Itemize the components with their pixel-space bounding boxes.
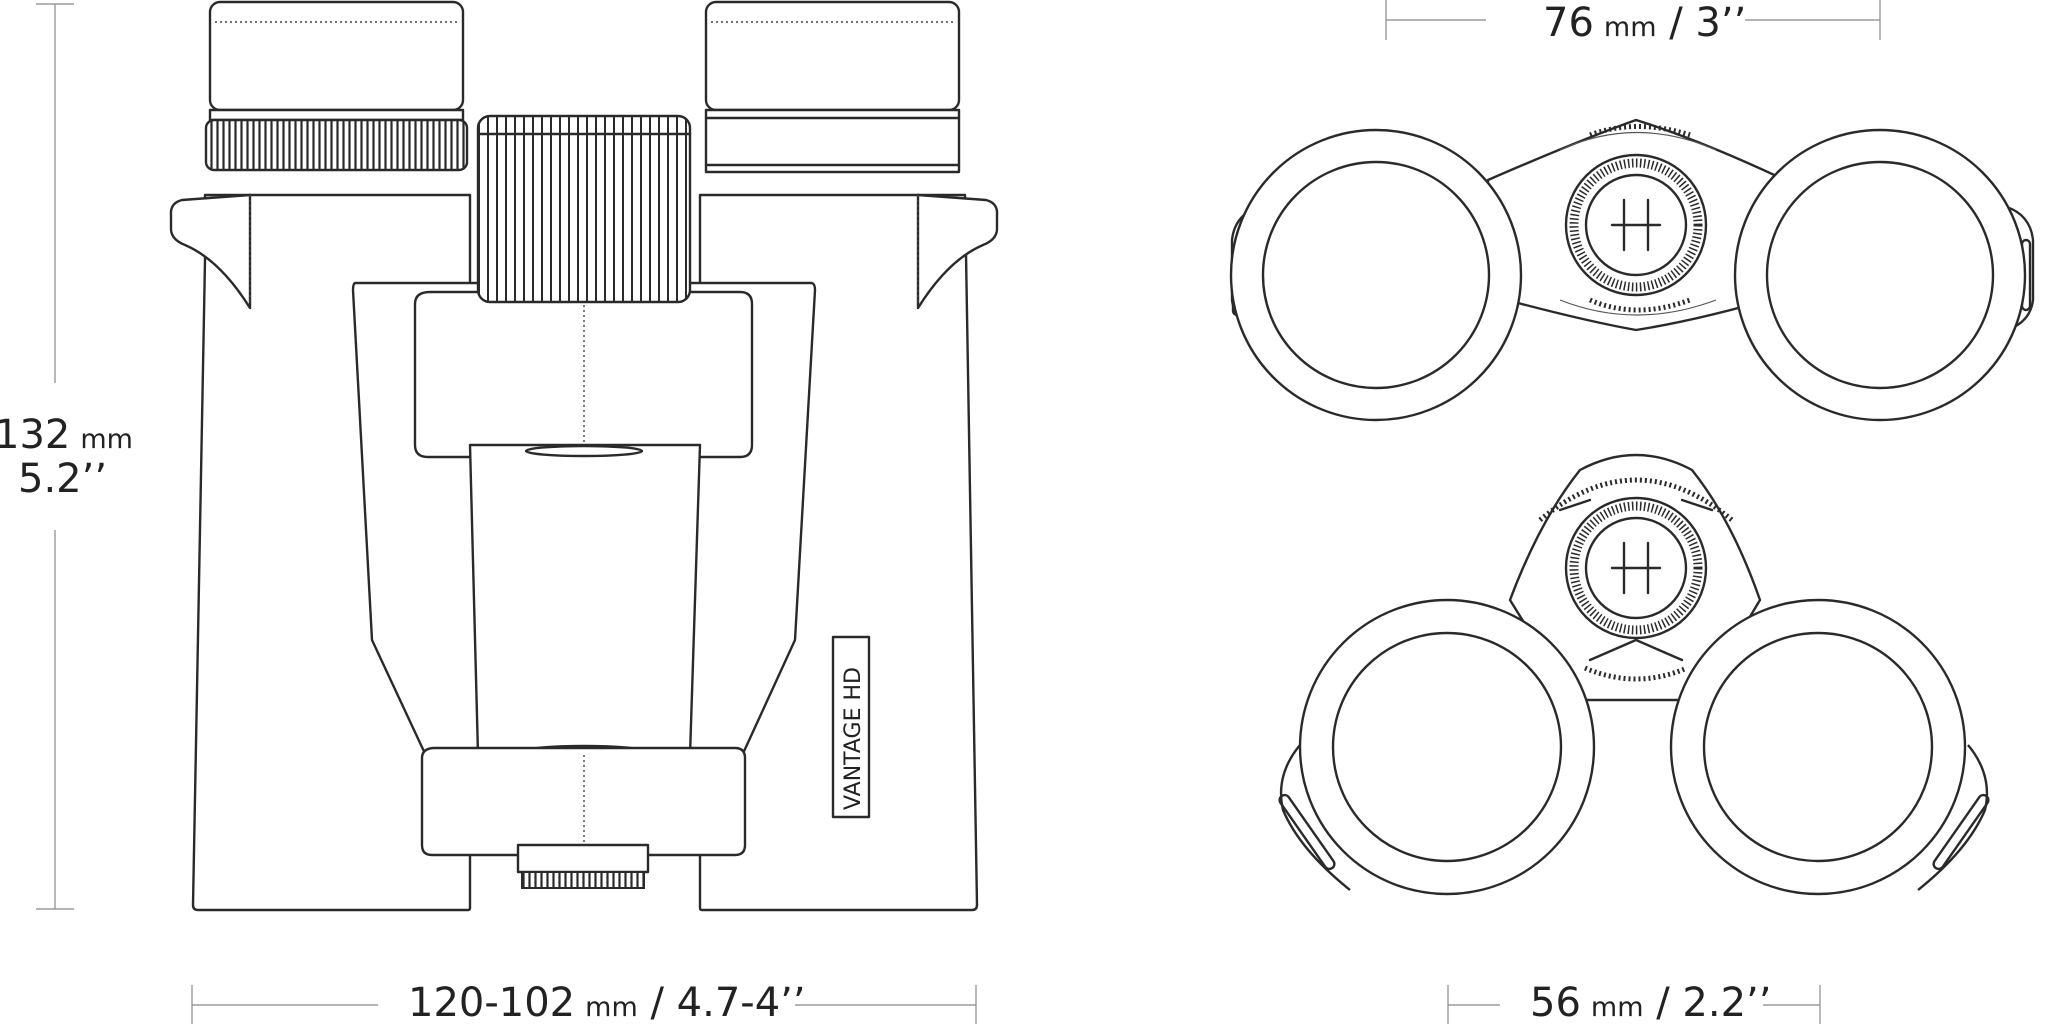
right-eyecup-band — [704, 108, 961, 174]
right-objective-outer — [1669, 598, 1967, 896]
bottom-focus-knob-knurl — [1569, 501, 1703, 635]
height-label-inches: 5.2’’ — [18, 456, 107, 502]
vantage-hd-label: VANTAGE HD — [841, 667, 866, 810]
vantage-hd-badge — [831, 635, 871, 819]
hawke-logo-icon — [1610, 541, 1662, 595]
top-bridge-rib-lower — [1559, 299, 1717, 316]
left-strap-lug — [169, 193, 252, 310]
hawke-logo-icon — [1610, 198, 1662, 252]
right-eyecup-outer — [1733, 128, 2027, 422]
right-strap-lug — [916, 193, 999, 310]
objective-hinge-knurl — [1584, 665, 1688, 682]
top-focus-knurl-lower — [1589, 297, 1691, 313]
top-focus-knurl — [1589, 124, 1691, 138]
top-focus-knob-knurl — [1569, 158, 1703, 292]
upper-hinge — [413, 290, 754, 459]
left-eyecup-outer — [1229, 128, 1523, 422]
left-eyecup — [208, 0, 465, 112]
top-bridge-rib — [1559, 132, 1717, 151]
right-objective-lug-slot — [1932, 793, 1990, 871]
top-view-eyepiece — [1229, 118, 2035, 422]
column-collar-top — [524, 444, 644, 458]
left-objective-lens — [1331, 631, 1563, 863]
objective-hinge-chevron — [1588, 638, 1684, 662]
center-column — [468, 443, 702, 757]
front-view: VANTAGE HD — [169, 0, 999, 912]
focus-wheel[interactable] — [476, 114, 692, 304]
left-objective-lug-slot — [1278, 793, 1336, 871]
right-eyepiece-lens — [1765, 160, 1995, 390]
tripod-socket-cap — [516, 843, 650, 874]
right-objective-lens — [1702, 631, 1934, 863]
left-eyecup-band — [208, 108, 465, 122]
left-eyepiece-lens — [1261, 160, 1491, 390]
tripod-cap-knurl — [521, 871, 645, 889]
objective-bridge-ribs — [1558, 498, 1714, 512]
right-eyecup — [704, 0, 961, 112]
bottom-view-objective — [1278, 453, 1990, 896]
left-diopter-ring[interactable] — [204, 118, 469, 172]
objective-focus-knurl — [1538, 477, 1734, 522]
left-objective-outer — [1298, 598, 1596, 896]
